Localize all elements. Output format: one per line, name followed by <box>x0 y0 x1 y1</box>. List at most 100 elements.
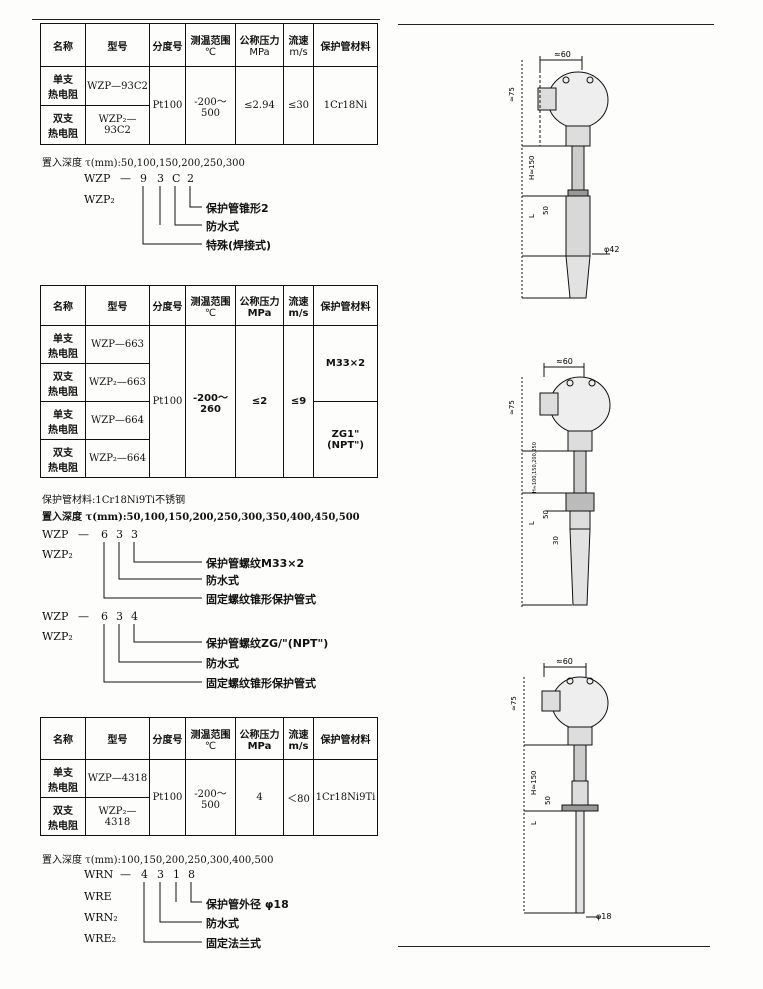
drawing3-h-dim: H≈150 <box>530 771 538 796</box>
code1-prefix-b: WZP₂ <box>84 193 115 206</box>
code2b-label-1: 保护管螺纹ZG/"(NPT") <box>206 637 329 650</box>
header-material: 保护管材料 <box>313 717 378 760</box>
cell-name: 双支热电阻 <box>40 363 86 402</box>
code1-label-1: 保护管锥形2 <box>206 202 269 215</box>
depth-line-3: 置入深度 τ(mm):100,150,200,250,300,400,500 <box>42 855 274 866</box>
drawing2-head-dim: ≈75 <box>508 400 516 415</box>
top-rule-left <box>32 19 380 20</box>
top-rule-right <box>398 24 714 25</box>
table-row: 双支热电阻 WZP₂—664 <box>40 439 378 478</box>
code1-label-3: 特殊(焊接式) <box>206 239 272 252</box>
code3-prefix-a: WRN <box>84 868 114 881</box>
cell-name: 单支热电阻 <box>40 759 86 798</box>
header-model: 型号 <box>85 717 150 760</box>
code2a-digit-3: 3 <box>131 528 138 541</box>
drawing1-h-dim: H≈150 <box>528 156 536 181</box>
code2a-label-1: 保护管螺纹M33×2 <box>206 557 305 570</box>
cell-index: Pt100 <box>149 759 186 836</box>
code2b-label-3: 固定螺纹锥形保护管式 <box>206 677 316 690</box>
drawing3-dia: φ18 <box>596 912 611 921</box>
code2b-digit-3: 4 <box>131 610 138 623</box>
drawing1-head-dim: ≈75 <box>508 87 516 102</box>
table-row: 双支热电阻 WZP₂—4318 <box>40 797 378 836</box>
code3-leader-lines <box>143 882 202 943</box>
cell-model: WZP—93C2 <box>85 66 150 106</box>
code2b-digit-2: 3 <box>116 610 123 623</box>
drawing3-head-dim: ≈75 <box>510 696 518 711</box>
code1-digit-2: 3 <box>157 172 164 185</box>
cell-velocity: ＜80 <box>283 759 314 836</box>
cell-temp: -200～500 <box>185 66 236 145</box>
cell-model: WZP₂—664 <box>85 439 150 478</box>
code2b-digit-1: 6 <box>101 610 108 623</box>
cell-material-a: M33×2 <box>313 325 378 402</box>
code2a-digit-1: 6 <box>101 528 108 541</box>
code1-dash: — <box>120 172 131 185</box>
code3-digit-1: 4 <box>141 868 148 881</box>
drawing1-dia: φ42 <box>604 245 619 254</box>
table-row: 单支热电阻 WZP—93C2 Pt100 -200～500 ≤2.94 ≤30 … <box>40 66 378 145</box>
code3-digit-4: 8 <box>188 868 195 881</box>
drawing3-l-dim: L <box>530 821 538 825</box>
cell-name: 单支热电阻 <box>40 66 86 106</box>
code3-prefix-d: WRE₂ <box>84 932 117 945</box>
cell-material: 1Cr18Ni <box>313 66 378 145</box>
header-model: 型号 <box>85 285 150 326</box>
code1-prefix-a: WZP <box>84 172 111 185</box>
cell-model: WZP—4318 <box>85 759 150 798</box>
table-row: 单支热电阻 WZP—663 Pt100 -200～260 ≤2 ≤9 M33×2 <box>40 325 378 478</box>
code2a-digit-2: 3 <box>116 528 123 541</box>
cell-velocity: ≤9 <box>283 325 314 478</box>
cell-pressure: 4 <box>235 759 284 836</box>
header-index: 分度号 <box>149 717 186 760</box>
drawing3-top-dim: ≈60 <box>556 657 573 666</box>
code3-digit-2: 3 <box>157 868 164 881</box>
code3-label-3: 固定法兰式 <box>206 937 261 950</box>
header-temp-range: 测温范围℃ <box>185 285 236 326</box>
drawing-thermo-threaded: ≈60 ≈75 H≈100,150,200,250 L 50 30 <box>508 357 611 607</box>
drawing2-top-dim: ≈60 <box>556 357 573 366</box>
code3-label-2: 防水式 <box>206 917 239 930</box>
cell-model: WZP—664 <box>85 401 150 440</box>
cell-model: WZP₂—4318 <box>85 797 150 836</box>
cell-material-b: ZG1"(NPT") <box>313 401 378 478</box>
cell-pressure: ≤2 <box>235 325 284 478</box>
drawing2-50-dim: 50 <box>542 510 550 519</box>
table-row: 单支热电阻 WZP—664 ZG1"(NPT") <box>40 401 378 478</box>
code2a-prefix-b: WZP₂ <box>42 548 73 561</box>
cell-name: 单支热电阻 <box>40 325 86 364</box>
cell-index: Pt100 <box>149 66 186 145</box>
code2a-prefix-a: WZP <box>42 528 69 541</box>
header-index: 分度号 <box>149 285 186 326</box>
code2b-label-2: 防水式 <box>206 657 239 670</box>
code3-dash: — <box>120 868 131 881</box>
drawing1-50-dim: 50 <box>542 206 550 215</box>
depth-line-1: 置入深度 τ(mm):50,100,150,200,250,300 <box>42 158 245 169</box>
code3-label-1: 保护管外径 φ18 <box>206 898 289 911</box>
code1-digit-1: 9 <box>140 172 147 185</box>
code3-digit-3: 1 <box>173 868 180 881</box>
code2a-label-2: 防水式 <box>206 574 239 587</box>
cell-model: WZP—663 <box>85 325 150 364</box>
code3-prefix-c: WRN₂ <box>84 911 118 924</box>
cell-name: 双支热电阻 <box>40 797 86 836</box>
cell-index: Pt100 <box>149 325 186 478</box>
drawing2-h-dim: H≈100,150,200,250 <box>532 442 538 493</box>
code2-leader-lines <box>103 542 202 683</box>
code1-digit-4: 2 <box>187 172 194 185</box>
header-name: 名称 <box>40 285 86 326</box>
drawing3-50-dim: 50 <box>544 796 552 805</box>
cell-velocity: ≤30 <box>283 66 314 145</box>
drawing2-l-dim: L <box>528 521 536 525</box>
table-row: 双支热电阻 WZP₂—93C2 <box>40 105 378 145</box>
